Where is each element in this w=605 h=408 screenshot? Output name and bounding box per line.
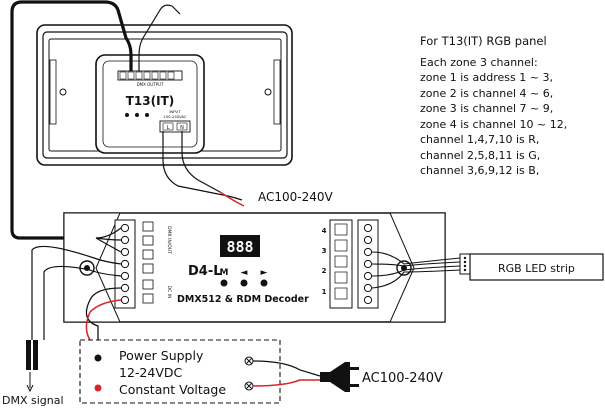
rgb-strip-label: RGB LED strip xyxy=(498,262,575,275)
power-supply-line2: 12-24VDC xyxy=(119,365,182,380)
decoder-left-terminals: DMX IN/OUT DC IN xyxy=(114,219,172,309)
power-supply-ac-label: AC100-240V xyxy=(362,371,443,386)
panel-button-3 xyxy=(145,113,149,117)
panel-output-label: DMX OUTPUT xyxy=(137,82,164,87)
panel-model-label: T13(IT) xyxy=(126,94,175,108)
panel-input-label: INPUT xyxy=(169,109,181,114)
panel-input-voltage: 100-240VAC xyxy=(163,114,187,119)
decoder-button-m xyxy=(220,279,228,287)
rgb-output-wires xyxy=(371,251,461,289)
notes-line: channel 2,5,8,11 is G, xyxy=(420,148,541,162)
power-supply-ac-wires xyxy=(252,360,321,387)
notes-line: channel 1,4,7,10 is R, xyxy=(420,133,540,146)
ac-plug-icon xyxy=(320,362,359,392)
rgb-led-strip: RGB LED strip xyxy=(469,253,604,281)
decoder-model-label: D4-L xyxy=(188,264,222,279)
panel-output-terminals xyxy=(119,71,175,80)
dmx-signal-label: DMX signal xyxy=(2,394,64,407)
decoder-buttons: M ◄ ► xyxy=(220,268,268,287)
decoder-display: 888 xyxy=(220,235,260,257)
power-supply-line3: Constant Voltage xyxy=(119,382,226,397)
notes-line: channel 3,6,9,12 is B, xyxy=(420,164,540,177)
notes-title: For T13(IT) RGB panel xyxy=(420,34,547,48)
decoder-power-label: DC IN xyxy=(166,286,172,299)
decoder-channel-3: 3 xyxy=(322,247,327,255)
power-supply-terminal-positive xyxy=(94,384,102,392)
panel-terminal-n: N xyxy=(180,125,184,131)
panel-ac-wires xyxy=(162,131,245,207)
power-supply-terminal-negative xyxy=(94,354,102,362)
notes-line: zone 1 is address 1 ~ 3, xyxy=(420,71,553,84)
power-supply-line1: Power Supply xyxy=(119,348,204,363)
dmx-signal-cable xyxy=(26,340,38,393)
decoder-button-left-label: ◄ xyxy=(241,268,248,278)
panel-ac-label: AC100-240V xyxy=(258,190,334,204)
panel-terminal-l: L xyxy=(167,125,170,131)
decoder-button-left xyxy=(240,279,248,287)
decoder-button-m-label: M xyxy=(220,268,229,278)
decoder-channel-4: 4 xyxy=(322,227,327,235)
decoder-channel-1: 1 xyxy=(322,288,327,296)
decoder-output-terminals: 4 3 2 1 xyxy=(322,219,379,309)
decoder-button-right-label: ► xyxy=(261,268,268,278)
notes-line: Each zone 3 channel: xyxy=(420,55,538,69)
decoder-button-right xyxy=(260,279,268,287)
notes-line: zone 3 is channel 7 ~ 9, xyxy=(420,102,554,115)
panel-button-2 xyxy=(135,113,139,117)
decoder-display-digits: 888 xyxy=(226,238,253,256)
rgb-strip-connector xyxy=(459,253,471,275)
notes-line: zone 2 is channel 4 ~ 6, xyxy=(420,86,554,100)
decoder-dmx-wires xyxy=(31,227,122,340)
decoder-dmx-label: DMX IN/OUT xyxy=(166,226,172,254)
notes-line: zone 4 is channel 10 ~ 12, xyxy=(420,117,568,131)
decoder-subtitle: DMX512 & RDM Decoder xyxy=(177,294,309,305)
decoder-channel-2: 2 xyxy=(322,267,327,275)
wall-panel: DMX OUTPUT T13(IT) INPUT 100-240VAC L N xyxy=(36,24,293,166)
panel-button-1 xyxy=(125,113,129,117)
power-supply: Power Supply 12-24VDC Constant Voltage xyxy=(79,339,281,404)
panel-notes: For T13(IT) RGB panel Each zone 3 channe… xyxy=(420,34,602,179)
panel-dmx-wires xyxy=(10,0,181,240)
